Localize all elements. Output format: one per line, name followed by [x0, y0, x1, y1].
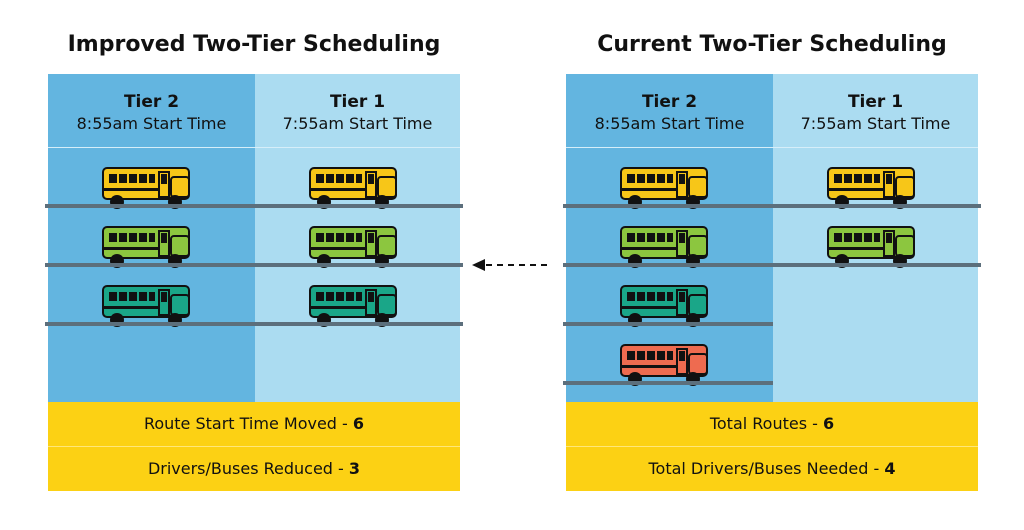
improved-footer-moved-label: Route Start Time Moved -: [143, 414, 348, 433]
arrow-left-icon: [472, 259, 552, 271]
improved-title: Improved Two-Tier Scheduling: [67, 32, 441, 57]
improved-grid: Tier 2 8:55am Start Time Tier 1 7:55am S…: [45, 74, 463, 402]
current-tier2-time: 8:55am Start Time: [594, 114, 745, 133]
current-scheduling-panel: Current Two-Tier Scheduling Tier 2 8:55a…: [563, 0, 981, 530]
road-line: [45, 322, 463, 326]
improved-tier2-time: 8:55am Start Time: [76, 114, 227, 133]
current-footer-drivers-value: 4: [884, 459, 896, 478]
improved-tier1-name: Tier 1: [329, 92, 386, 112]
improved-scheduling-panel: Improved Two-Tier Scheduling Tier 2 8:55…: [45, 0, 463, 530]
improved-tier1-column: Tier 1 7:55am Start Time: [255, 74, 460, 402]
current-footer-routes-label: Total Routes -: [709, 414, 818, 433]
current-grid: Tier 2 8:55am Start Time Tier 1 7:55am S…: [563, 74, 981, 402]
current-tier2-header: Tier 2 8:55am Start Time: [566, 74, 773, 148]
road-line: [45, 204, 463, 208]
current-tier1-time: 7:55am Start Time: [800, 114, 951, 133]
road-line: [563, 204, 981, 208]
current-tier1-header: Tier 1 7:55am Start Time: [773, 74, 978, 148]
current-footer-routes: Total Routes - 6: [566, 402, 978, 447]
improved-tier1-time: 7:55am Start Time: [282, 114, 433, 133]
current-tier1-column: Tier 1 7:55am Start Time: [773, 74, 978, 402]
improved-footer-moved-value: 6: [352, 414, 365, 433]
road-line: [563, 381, 773, 385]
improved-tier2-name: Tier 2: [123, 92, 180, 112]
improved-tier1-header: Tier 1 7:55am Start Time: [255, 74, 460, 148]
current-title: Current Two-Tier Scheduling: [597, 32, 947, 57]
improved-footer-moved: Route Start Time Moved - 6: [48, 402, 460, 447]
improved-tier2-column: Tier 2 8:55am Start Time: [48, 74, 255, 402]
improved-tier2-header: Tier 2 8:55am Start Time: [48, 74, 255, 148]
current-footer-routes-value: 6: [823, 414, 835, 433]
improved-footer-reduced-label: Drivers/Buses Reduced -: [147, 459, 344, 478]
current-tier2-column: Tier 2 8:55am Start Time: [566, 74, 773, 402]
current-footer-drivers: Total Drivers/Buses Needed - 4: [566, 447, 978, 491]
improved-footer-reduced-value: 3: [348, 459, 361, 478]
current-tier1-name: Tier 1: [847, 92, 904, 112]
road-line: [45, 263, 463, 267]
road-line: [563, 322, 773, 326]
current-tier2-name: Tier 2: [641, 92, 698, 112]
road-line: [563, 263, 981, 267]
improved-footer-reduced: Drivers/Buses Reduced - 3: [48, 447, 460, 491]
current-footer-drivers-label: Total Drivers/Buses Needed -: [648, 459, 880, 478]
